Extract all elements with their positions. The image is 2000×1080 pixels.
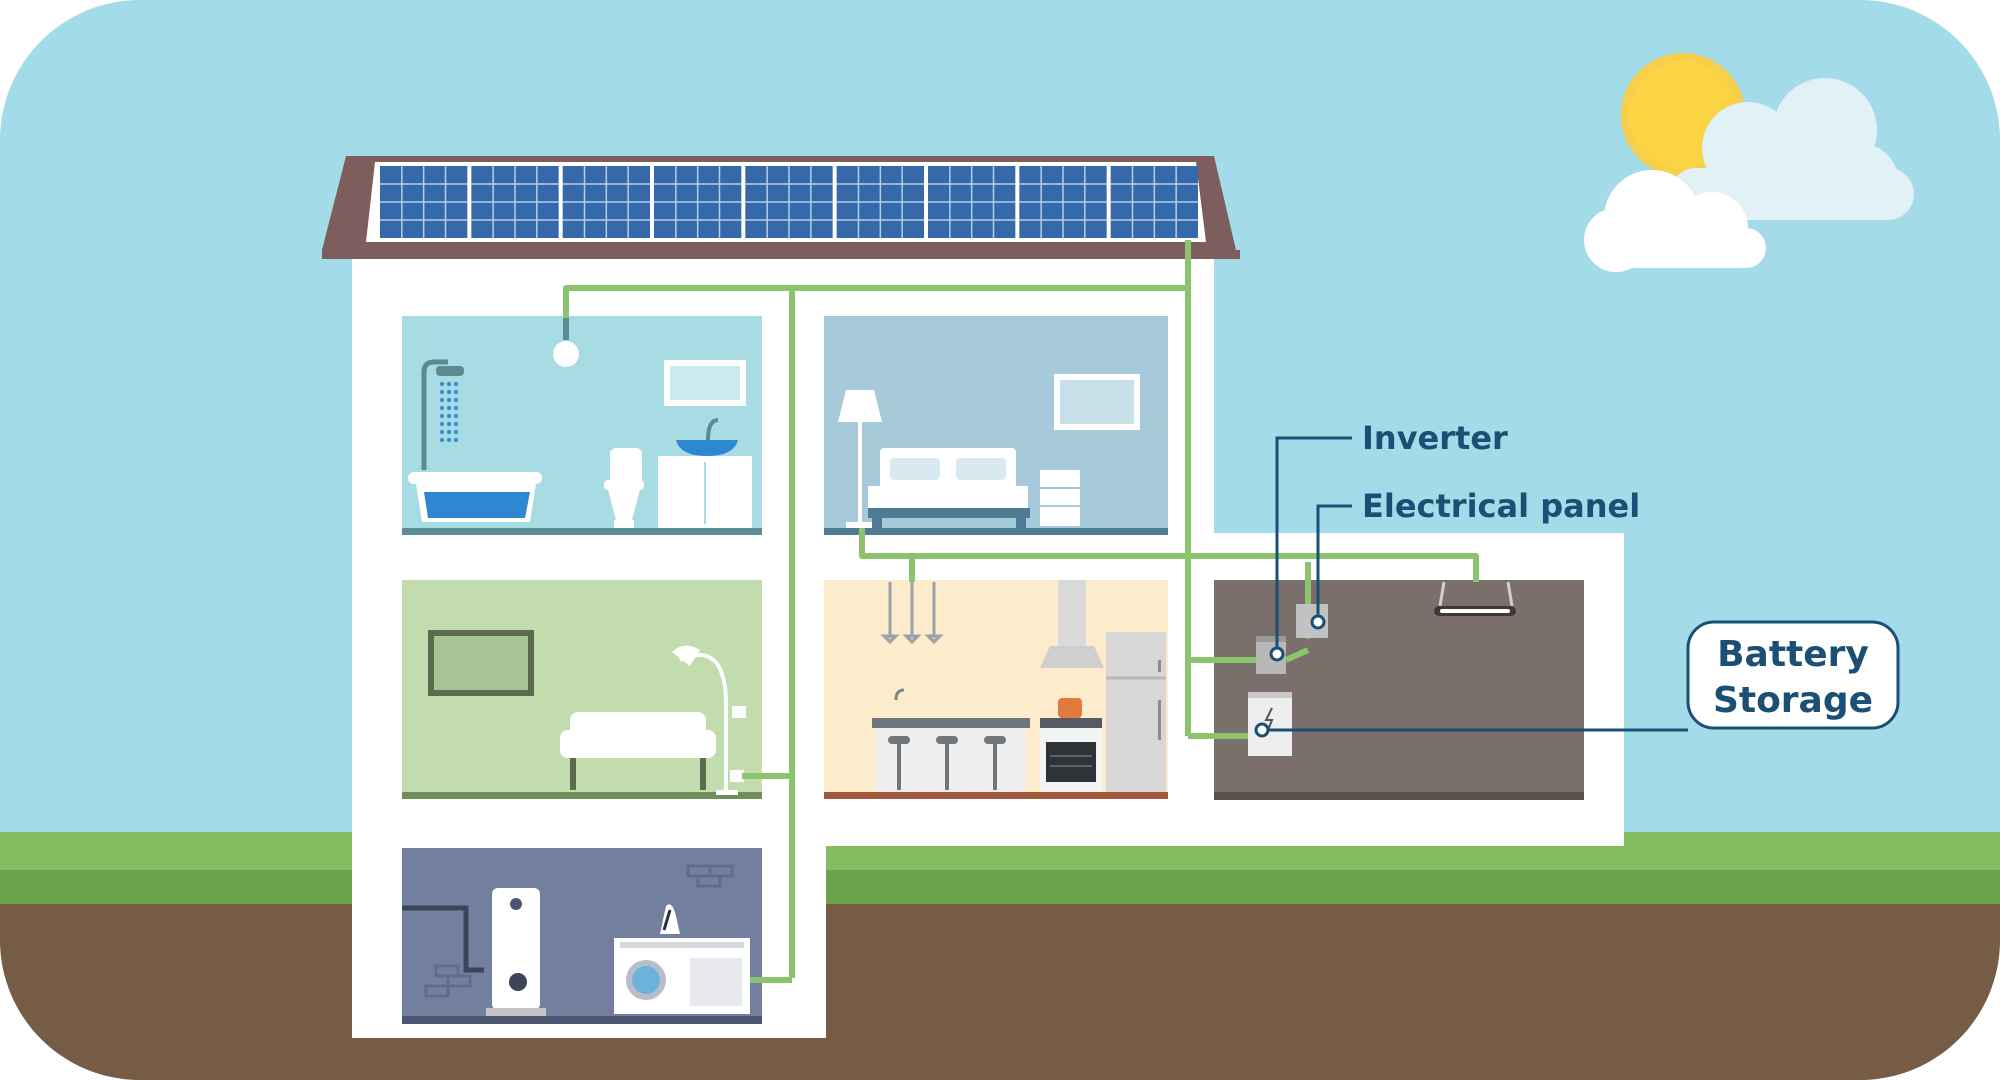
inverter-marker xyxy=(1269,646,1285,662)
floor-lamp-icon xyxy=(672,645,738,795)
toilet-icon xyxy=(604,448,644,528)
callout-points xyxy=(1254,614,1326,738)
battery-storage-label-line1: Battery xyxy=(1717,634,1869,675)
battery-storage-label-line2: Storage xyxy=(1713,680,1873,721)
inverter-label: Inverter xyxy=(1362,419,1508,457)
solar-panel-icon xyxy=(380,166,1198,238)
battery-marker xyxy=(1254,722,1270,738)
battery-icon xyxy=(1248,692,1292,756)
outlet-icon xyxy=(730,770,744,782)
ceiling-light-icon xyxy=(1434,581,1516,616)
light-bulb-icon xyxy=(553,318,579,367)
water-heater-icon xyxy=(486,888,546,1016)
soil xyxy=(0,904,2000,1080)
grass-edge xyxy=(0,870,2000,904)
electrical-panel-label: Electrical panel xyxy=(1362,487,1640,525)
outlet-icon xyxy=(732,706,746,718)
cloud-icon xyxy=(1584,78,1914,272)
iron-icon xyxy=(660,904,680,934)
garage xyxy=(1214,580,1584,800)
washing-machine-icon xyxy=(614,938,750,1014)
battery-storage-callout-box xyxy=(1686,620,1900,730)
stove-icon xyxy=(1040,698,1102,792)
kitchen-counter-icon xyxy=(872,688,1030,792)
dresser-icon xyxy=(1040,470,1080,526)
shower-icon xyxy=(421,359,464,470)
bathroom xyxy=(402,316,762,535)
bedroom xyxy=(824,316,1168,535)
sink-icon xyxy=(658,418,752,528)
range-hood-icon xyxy=(1040,580,1104,668)
tv-icon xyxy=(428,630,534,696)
fridge-icon xyxy=(1106,632,1166,792)
living-room xyxy=(402,580,762,799)
callout-lines xyxy=(1262,436,1688,732)
bed-icon xyxy=(868,448,1030,528)
picture-icon xyxy=(1054,374,1140,430)
sofa-icon xyxy=(560,712,716,790)
kitchen xyxy=(824,580,1168,799)
bathtub-icon xyxy=(408,472,542,522)
basement xyxy=(402,848,762,1024)
electrical-panel-marker xyxy=(1310,614,1326,630)
lamp-icon xyxy=(838,390,882,528)
pendant-lights-icon xyxy=(880,582,944,645)
